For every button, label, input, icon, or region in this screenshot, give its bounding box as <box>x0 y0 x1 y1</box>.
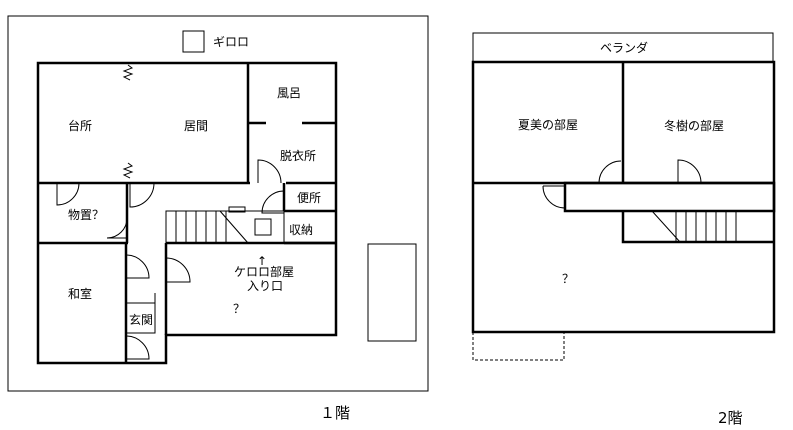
door-toilet <box>261 190 285 214</box>
room-unknown-2f: ？ <box>562 272 574 286</box>
floor2-stairs <box>651 210 737 243</box>
room-unknown-1f: ？ <box>233 302 245 316</box>
floor1-lot-boundary <box>7 15 429 392</box>
floor2-hallway <box>563 181 776 213</box>
giroro-tent-marker <box>182 30 205 53</box>
room-toilet: 便所 <box>297 191 321 205</box>
door-washitsu <box>125 254 150 279</box>
door-living <box>129 182 155 208</box>
room-storage: 物置？ <box>68 208 104 222</box>
door-fuyuki <box>677 159 702 184</box>
room-dressing: 脱衣所 <box>280 148 316 163</box>
room-veranda: ベランダ <box>600 40 648 55</box>
floor1-stairs-box <box>165 210 285 244</box>
room-keroro-entrance: 入り口 <box>247 279 283 293</box>
door-dressing <box>257 159 282 184</box>
house-outer-wall <box>36 61 338 365</box>
room-genkan: 玄関 <box>129 312 153 327</box>
floor1-plan: ギロロ <box>7 15 429 422</box>
room-closet: 収納 <box>289 223 313 237</box>
closet-box <box>254 218 272 236</box>
door-storage <box>56 182 80 206</box>
door-hallway <box>542 185 566 209</box>
parking-car <box>367 243 417 342</box>
door-natsumi <box>598 160 622 184</box>
kitchen-partition-bottom <box>122 162 134 179</box>
keroro-arrow: ↑ <box>257 254 267 268</box>
floor1-caption: １階 <box>320 404 350 422</box>
room-fuyuki: 冬樹の部屋 <box>664 118 724 133</box>
floor2-stairwell-wall <box>621 211 774 244</box>
floor2-dashed-balcony <box>472 332 565 361</box>
giroro-label: ギロロ <box>213 35 249 49</box>
room-kitchen: 台所 <box>68 118 92 133</box>
floor2-caption: 2階 <box>718 409 743 427</box>
room-natsumi: 夏美の部屋 <box>518 117 578 132</box>
door-storage-right <box>106 217 128 239</box>
kitchen-partition-top <box>122 64 134 81</box>
room-bath: 風呂 <box>277 86 301 100</box>
door-entrance <box>125 335 150 360</box>
floor1-stairs <box>165 206 285 244</box>
room-washitsu: 和室 <box>68 286 92 301</box>
room-living: 居間 <box>184 119 208 133</box>
room-keroro: ケロロ部屋 <box>234 264 294 279</box>
door-keroro <box>165 257 191 283</box>
floor2-plan: ベランダ 夏美の部屋 冬樹の部屋 ？ 2階 <box>471 32 776 427</box>
